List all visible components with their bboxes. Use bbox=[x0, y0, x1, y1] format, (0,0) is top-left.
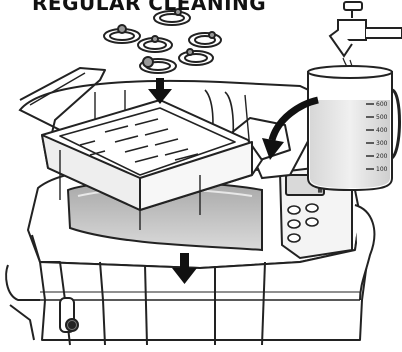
ring-4 bbox=[138, 36, 172, 52]
panel-button-5[interactable] bbox=[288, 234, 300, 242]
panel-button-3[interactable] bbox=[288, 220, 300, 228]
ring-3 bbox=[189, 32, 221, 47]
mark-200: 200 bbox=[376, 153, 388, 160]
measuring-beaker: 600 500 400 300 200 100 bbox=[308, 66, 400, 190]
panel-button-4[interactable] bbox=[306, 218, 318, 226]
mark-500: 500 bbox=[376, 114, 388, 121]
mark-100: 100 bbox=[376, 166, 388, 173]
mark-400: 400 bbox=[376, 127, 388, 134]
jewelry-rings bbox=[104, 9, 221, 73]
panel-button-2[interactable] bbox=[306, 204, 318, 212]
left-bump bbox=[6, 265, 40, 300]
ring-1 bbox=[104, 25, 140, 43]
ring-6 bbox=[140, 57, 176, 73]
heading-title: REGULAR CLEANING bbox=[32, 0, 266, 15]
panel-button-1[interactable] bbox=[288, 206, 300, 214]
mark-600: 600 bbox=[376, 101, 388, 108]
mark-300: 300 bbox=[376, 140, 388, 147]
left-foot bbox=[10, 305, 34, 340]
ring-5 bbox=[179, 49, 213, 65]
